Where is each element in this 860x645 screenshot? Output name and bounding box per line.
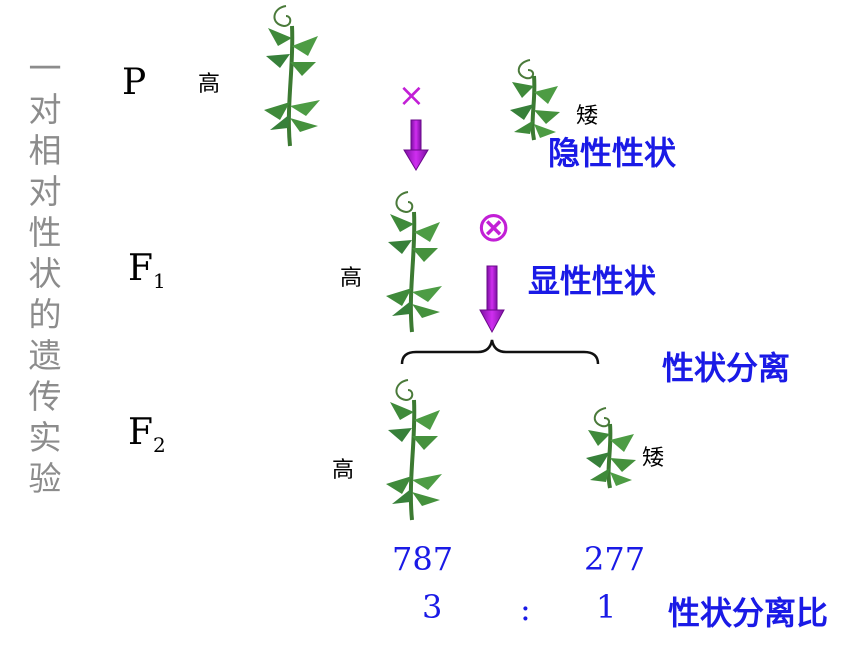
f2-sub: 2 xyxy=(152,433,166,457)
f2-tall-label: 高 xyxy=(332,458,355,483)
label-f1: F1 xyxy=(128,248,166,293)
title-char: 一 xyxy=(28,49,62,88)
curly-brace xyxy=(400,339,600,365)
title-char: 对 xyxy=(28,90,62,129)
ratio-right: 1 xyxy=(596,588,617,626)
f2-tall-plant xyxy=(384,378,444,522)
short-count: 277 xyxy=(584,540,646,578)
f1-base: F xyxy=(128,248,153,289)
p-short-plant xyxy=(508,58,562,142)
segregation-ratio-label: 性状分离比 xyxy=(668,594,829,632)
f2-base: F xyxy=(128,412,153,453)
arrow-down-2 xyxy=(479,265,505,334)
vertical-title: 一对相对性状的遗传实验 xyxy=(20,48,70,499)
cross-symbol: × xyxy=(398,76,425,114)
ratio-colon: : xyxy=(520,590,531,628)
dominant-trait-label: 显性性状 xyxy=(528,262,657,300)
title-char: 对 xyxy=(28,172,62,211)
title-char: 的 xyxy=(28,295,62,334)
label-p: P xyxy=(122,62,147,103)
self-cross-symbol: ⊗ xyxy=(476,202,512,251)
trait-segregation-label: 性状分离 xyxy=(662,349,791,387)
title-char: 状 xyxy=(28,254,62,293)
arrow-down-1 xyxy=(403,119,429,171)
title-char: 性 xyxy=(28,213,62,252)
f2-short-label: 矮 xyxy=(642,446,665,471)
title-char: 传 xyxy=(28,377,62,416)
f2-short-plant xyxy=(584,406,638,490)
title-char: 验 xyxy=(28,459,62,498)
f1-sub: 1 xyxy=(152,269,166,293)
title-char: 实 xyxy=(28,418,62,457)
p-tall-plant xyxy=(262,4,322,148)
p-short-label: 矮 xyxy=(576,104,599,129)
ratio-left: 3 xyxy=(422,588,443,626)
recessive-trait-label: 隐性性状 xyxy=(548,134,677,172)
title-char: 遗 xyxy=(28,336,62,375)
f1-tall-label: 高 xyxy=(340,266,363,291)
tall-count: 787 xyxy=(392,540,454,578)
f1-tall-plant xyxy=(384,190,444,334)
title-char: 相 xyxy=(28,131,62,170)
p-tall-label: 高 xyxy=(198,72,221,97)
label-f2: F2 xyxy=(128,412,166,457)
